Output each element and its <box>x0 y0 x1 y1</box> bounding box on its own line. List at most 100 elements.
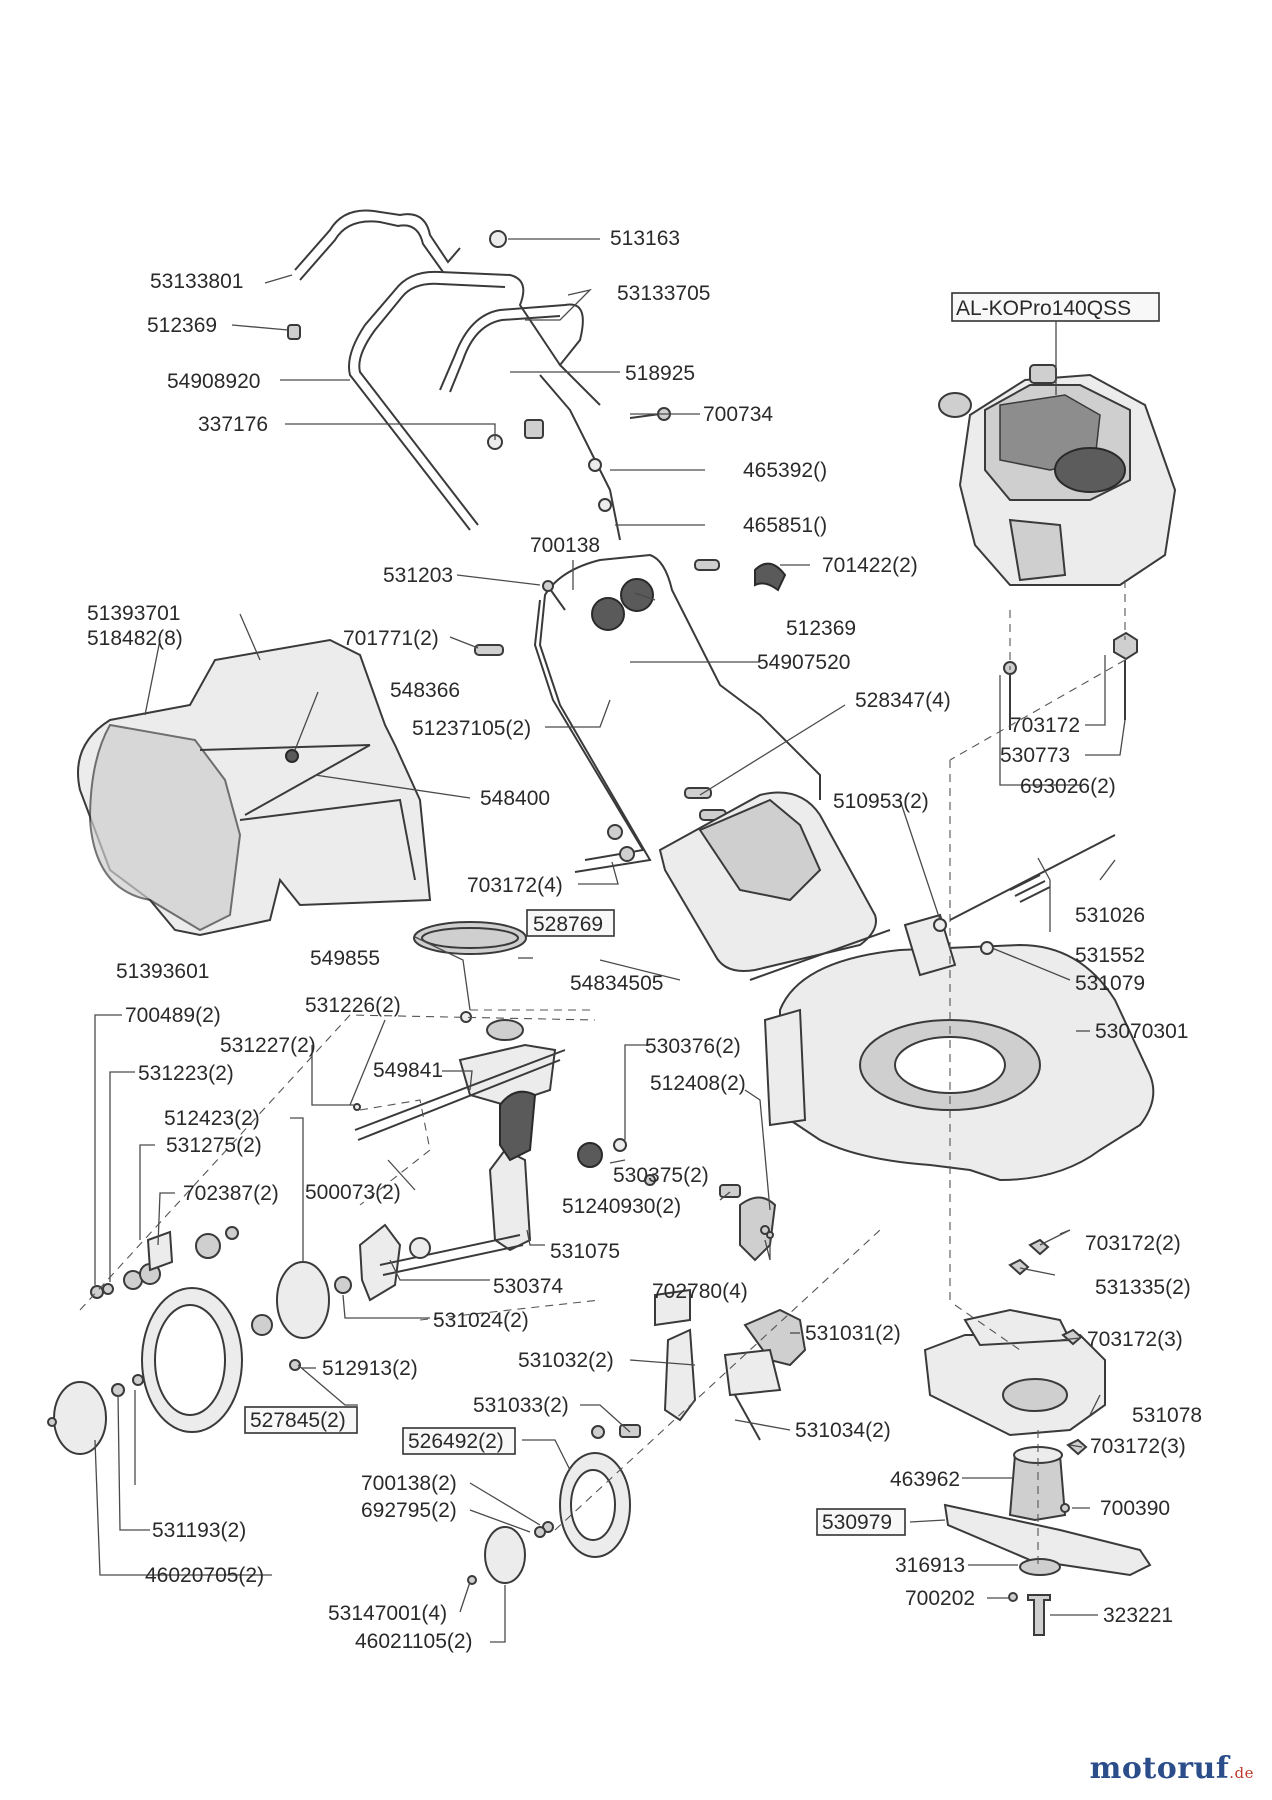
label-531032: 531032(2) <box>518 1349 614 1372</box>
label-53070301: 53070301 <box>1095 1020 1188 1043</box>
label-702780: 702780(4) <box>652 1280 748 1303</box>
height-lever <box>488 1148 532 1252</box>
label-531223: 531223(2) <box>138 1062 234 1085</box>
label-530773: 530773 <box>1000 744 1070 767</box>
label-512369-top: 512369 <box>147 314 217 337</box>
label-512913: 512913(2) <box>322 1357 418 1380</box>
label-510953: 510953(2) <box>833 790 929 813</box>
label-700202: 700202 <box>905 1587 975 1610</box>
brand-watermark: motoruf.de <box>1090 1751 1254 1786</box>
belt <box>413 921 527 955</box>
label-513163: 513163 <box>610 227 680 250</box>
label-528347: 528347(4) <box>855 689 951 712</box>
label-530374: 530374 <box>493 1275 563 1298</box>
label-548400: 548400 <box>480 787 550 810</box>
label-530979: 530979 <box>822 1511 892 1534</box>
label-693026: 693026(2) <box>1020 775 1116 798</box>
label-53133801: 53133801 <box>150 270 243 293</box>
label-46020705: 46020705(2) <box>145 1564 264 1587</box>
label-703172-fan: 703172(3) <box>1090 1435 1186 1458</box>
knob-right <box>620 578 654 612</box>
handle-54908920 <box>348 270 561 531</box>
guide-lines <box>79 580 1126 1570</box>
rear-wheel-disk <box>276 1261 330 1339</box>
label-512369-mid: 512369 <box>786 617 856 640</box>
label-701422: 701422(2) <box>822 554 918 577</box>
washer-513163 <box>489 230 507 248</box>
label-703172-engine: 703172 <box>1010 714 1080 737</box>
label-531033: 531033(2) <box>473 1394 569 1417</box>
knob-left <box>591 597 625 631</box>
upper-handle-bar <box>294 209 461 271</box>
label-700734: 700734 <box>703 403 773 426</box>
label-531026: 531026 <box>1075 904 1145 927</box>
brand-tld: .de <box>1229 1764 1254 1782</box>
label-46021105: 46021105(2) <box>355 1630 473 1653</box>
label-518925: 518925 <box>625 362 695 385</box>
part-labels: AL-KOPro140QSS 513163 53133801 53133705 … <box>87 227 1202 1653</box>
clip-512369 <box>287 324 301 340</box>
rear-axle <box>949 834 1116 921</box>
label-531193: 531193(2) <box>152 1519 246 1542</box>
label-549841: 549841 <box>373 1059 443 1082</box>
label-465392: 465392() <box>743 459 827 482</box>
label-703172-deck: 703172(2) <box>1085 1232 1181 1255</box>
washer-316913 <box>1019 1558 1061 1576</box>
label-53133705: 53133705 <box>617 282 710 305</box>
engine <box>938 364 1177 586</box>
label-boxes <box>244 292 1160 1536</box>
label-531335: 531335(2) <box>1095 1276 1191 1299</box>
label-531024: 531024(2) <box>433 1309 529 1332</box>
brand-name: motoruf <box>1089 1751 1230 1786</box>
label-700138-wheel: 700138(2) <box>361 1472 457 1495</box>
label-526492: 526492(2) <box>408 1430 504 1453</box>
label-316913: 316913 <box>895 1554 965 1577</box>
label-700489: 700489(2) <box>125 1004 221 1027</box>
label-531552: 531552 <box>1075 944 1145 967</box>
label-531034: 531034(2) <box>795 1419 891 1442</box>
label-531227: 531227(2) <box>220 1034 316 1057</box>
label-531275: 531275(2) <box>166 1134 262 1157</box>
label-531226: 531226(2) <box>305 994 401 1017</box>
parts-artwork <box>47 209 1177 1636</box>
label-702387: 702387(2) <box>183 1182 279 1205</box>
label-703172-handle: 703172(4) <box>467 874 563 897</box>
label-323221: 323221 <box>1103 1604 1173 1627</box>
label-527845: 527845(2) <box>250 1409 346 1432</box>
handle-53133705 <box>439 303 601 406</box>
blade <box>943 1503 1152 1577</box>
label-54907520: 54907520 <box>757 651 850 674</box>
label-703172-adapter: 703172(3) <box>1087 1328 1183 1351</box>
rear-hubcap <box>53 1381 107 1455</box>
label-549855: 549855 <box>310 947 380 970</box>
label-54834505: 54834505 <box>570 972 663 995</box>
label-530376: 530376(2) <box>645 1035 741 1058</box>
label-531079: 531079 <box>1075 972 1145 995</box>
engine-label: AL-KOPro140QSS <box>956 297 1131 320</box>
label-51393601: 51393601 <box>116 960 209 983</box>
label-700390: 700390 <box>1100 1497 1170 1520</box>
label-531031: 531031(2) <box>805 1322 901 1345</box>
label-531078: 531078 <box>1132 1404 1202 1427</box>
label-500073: 500073(2) <box>305 1181 401 1204</box>
label-51393701: 51393701 <box>87 602 180 625</box>
label-54908920: 54908920 <box>167 370 260 393</box>
front-hubcap <box>484 1526 526 1584</box>
label-463962: 463962 <box>890 1468 960 1491</box>
label-692795: 692795(2) <box>361 1499 457 1522</box>
blade-bolt <box>1027 1594 1051 1636</box>
label-51237105: 51237105(2) <box>412 717 531 740</box>
label-337176: 337176 <box>198 413 268 436</box>
leader-lines <box>94 238 1126 1643</box>
label-548366: 548366 <box>390 679 460 702</box>
label-531075: 531075 <box>550 1240 620 1263</box>
label-701771: 701771(2) <box>343 627 439 650</box>
label-700138-top: 700138 <box>530 534 600 557</box>
label-53147001: 53147001(4) <box>328 1602 447 1625</box>
label-465851: 465851() <box>743 514 827 537</box>
label-531203: 531203 <box>383 564 453 587</box>
label-530375: 530375(2) <box>613 1164 709 1187</box>
label-518482: 518482(8) <box>87 627 183 650</box>
